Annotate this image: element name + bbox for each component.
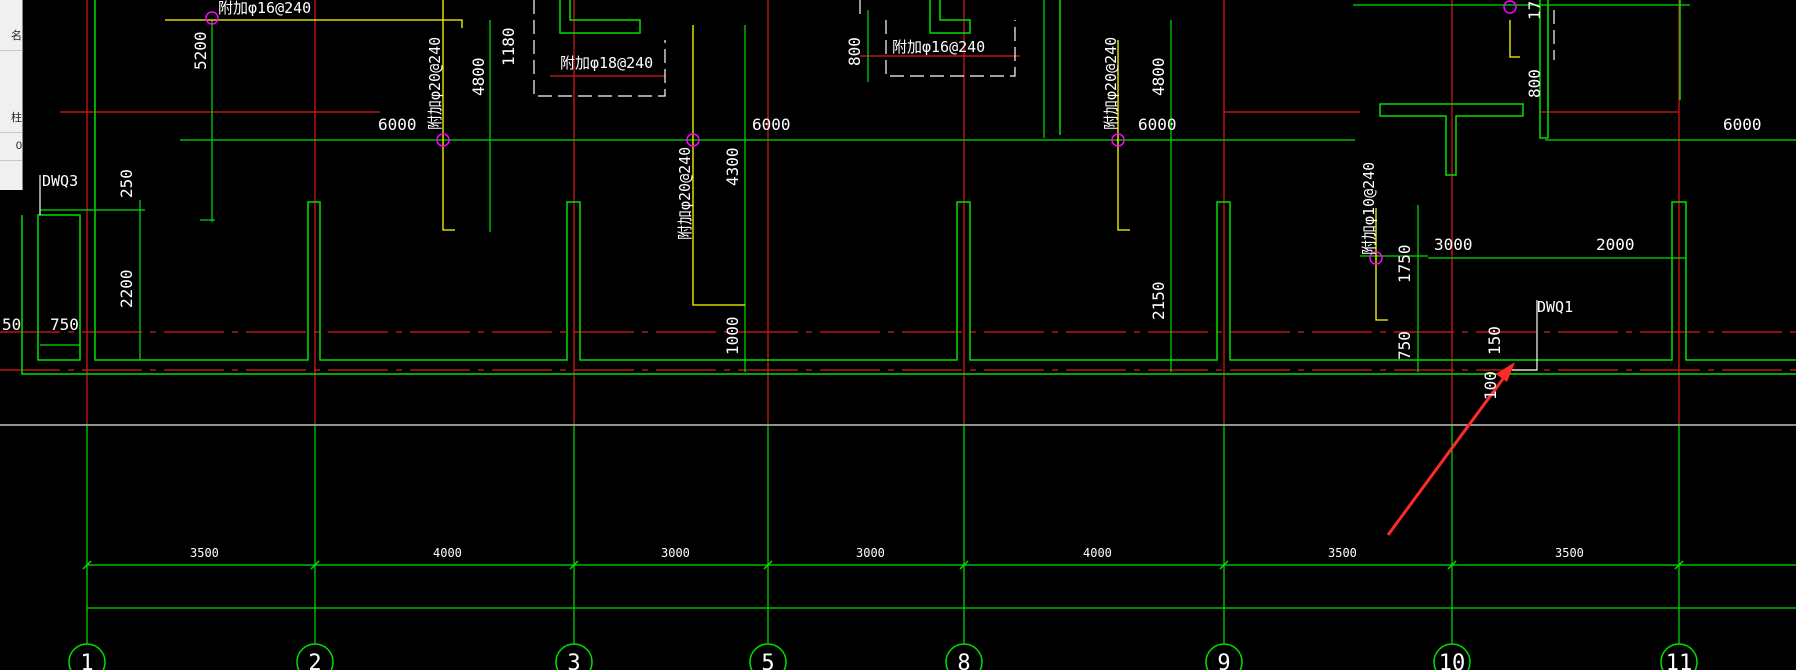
vertical-dim-lines (139, 0, 1549, 372)
axis-number[interactable]: 9 (1217, 651, 1230, 670)
span-dim-label: 6000 (1723, 115, 1762, 134)
rebar-label: 附加φ10@240 (1360, 162, 1378, 255)
wall-tag: DWQ3 (42, 172, 78, 190)
rebar-label: 附加φ16@240 (218, 0, 311, 17)
span-dim-label: 6000 (378, 115, 417, 134)
rebar-label: 附加φ20@240 (426, 37, 444, 130)
vertical-dim-label: 1180 (499, 27, 518, 66)
vertical-dim-label: 2150 (1149, 281, 1168, 320)
dwq1-leader (1512, 300, 1538, 371)
axis-bubbles (68, 643, 1698, 670)
axis-number[interactable]: 11 (1666, 651, 1693, 670)
properties-row[interactable]: 名 (0, 22, 22, 51)
dim-label: 3000 (1434, 235, 1473, 254)
axis-lines-green (86, 425, 1796, 645)
vertical-dim-label: 800 (845, 37, 864, 66)
vertical-dim-label: 1750 (1395, 244, 1414, 283)
rebar-label: 附加φ20@240 (1102, 37, 1120, 130)
axis-bubble (945, 643, 983, 670)
axis-number[interactable]: 10 (1439, 651, 1466, 670)
axis-dim-label: 4000 (433, 546, 462, 560)
vertical-dim-label: 1000 (723, 316, 742, 355)
leader-lines (165, 0, 1520, 321)
axis-lines-red (0, 0, 1796, 425)
properties-row[interactable]: 0 (0, 132, 22, 161)
axis-number[interactable]: 5 (761, 651, 774, 670)
properties-row[interactable]: 柱 (0, 104, 22, 133)
properties-panel[interactable]: 名 柱 0 (0, 0, 23, 190)
dimension-ticks (82, 560, 1684, 570)
span-dim-label: 6000 (752, 115, 791, 134)
vertical-dim-label: 4300 (723, 147, 742, 186)
axis-dim-label: 4000 (1083, 546, 1112, 560)
vertical-dim-label: 4800 (1149, 57, 1168, 96)
axis-dim-label: 3000 (661, 546, 690, 560)
axis-number[interactable]: 2 (308, 651, 321, 670)
axis-bubble (1433, 643, 1471, 670)
axis-bubble (749, 643, 787, 670)
vertical-dim-label: 800 (1525, 69, 1544, 98)
rebar-label: 附加φ16@240 (892, 38, 985, 56)
dim-label: 2000 (1596, 235, 1635, 254)
axis-number[interactable]: 8 (957, 651, 970, 670)
axis-dim-label: 3500 (1555, 546, 1584, 560)
rebar-markers (205, 0, 1517, 265)
vertical-dim-label: 4800 (469, 57, 488, 96)
rebar-label: 附加φ18@240 (560, 54, 653, 72)
vertical-dim-label: 175 (1525, 0, 1544, 20)
vertical-dim-label: 5200 (191, 31, 210, 70)
dashed-details (533, 0, 1555, 97)
axis-bubble (1205, 643, 1243, 670)
span-dim-lines (40, 4, 1796, 346)
span-dim-label: 6000 (1138, 115, 1177, 134)
dim-label: 50 (2, 315, 21, 334)
vertical-dim-label: 100 (1481, 371, 1500, 400)
rebar-label: 附加φ20@240 (676, 147, 694, 240)
vertical-dim-label: 150 (1485, 326, 1504, 355)
vertical-dim-label: 250 (117, 169, 136, 198)
wall-outlines (21, 0, 1796, 375)
axis-bubble (68, 643, 106, 670)
axis-number[interactable]: 1 (80, 651, 93, 670)
vertical-dim-label: 2200 (117, 269, 136, 308)
axis-dim-label: 3500 (1328, 546, 1357, 560)
vertical-dim-label: 750 (1395, 331, 1414, 360)
axis-bubble (296, 643, 334, 670)
dim-label: 750 (50, 315, 79, 334)
axis-dim-label: 3500 (190, 546, 219, 560)
axis-number[interactable]: 3 (567, 651, 580, 670)
axis-bubble (1660, 643, 1698, 670)
axis-dim-label: 3000 (856, 546, 885, 560)
red-annotation-arrow (1386, 362, 1515, 536)
axis-bubble (555, 643, 593, 670)
wall-tag: DWQ1 (1537, 298, 1573, 316)
